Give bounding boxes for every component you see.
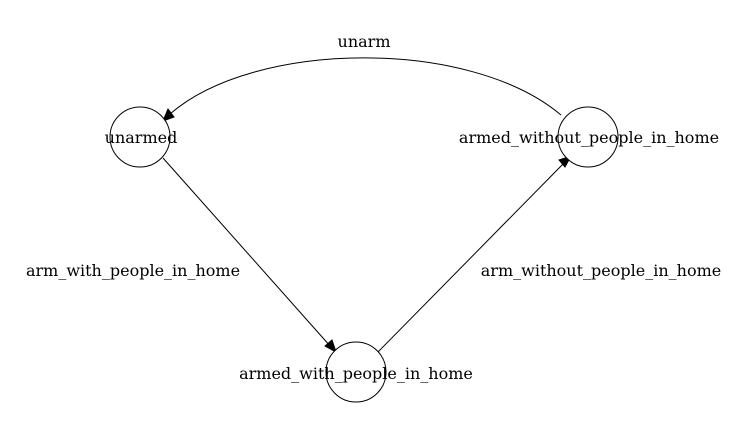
- edge-arm-without-people-in-home: [377, 161, 566, 353]
- state-label-armed-without-people-in-home: armed_without_people_in_home: [459, 128, 719, 147]
- edge-unarm-arrowhead: [162, 108, 175, 122]
- state-label-armed-with-people-in-home: armed_with_people_in_home: [239, 364, 473, 383]
- edge-label-arm-with-people-in-home: arm_with_people_in_home: [26, 261, 240, 280]
- state-label-unarmed: unarmed: [105, 128, 178, 147]
- edge-label-unarm: unarm: [338, 32, 391, 51]
- state-node-armed-with-people-in-home: [325, 341, 387, 403]
- edge-arm-with-people-in-home: [162, 157, 332, 348]
- edge-unarm: [169, 57, 562, 116]
- edge-label-arm-without-people-in-home: arm_without_people_in_home: [481, 261, 721, 280]
- edge-arm-with-arrowhead: [324, 339, 337, 354]
- state-node-armed-without-people-in-home: [557, 106, 619, 168]
- state-node-unarmed: [109, 106, 171, 168]
